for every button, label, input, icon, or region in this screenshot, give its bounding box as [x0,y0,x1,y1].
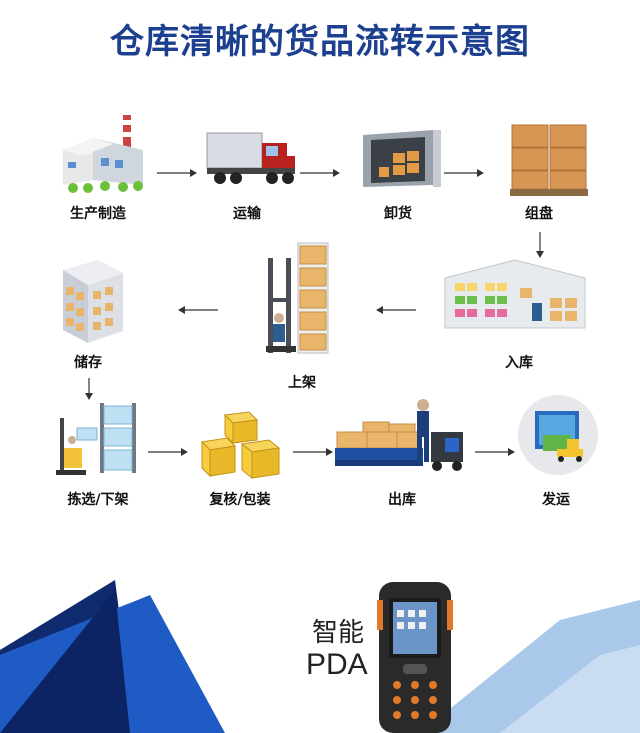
outbound-pallet-jack-illustration [333,390,473,475]
arrow-right-icon [157,168,197,178]
device-label-line1: 智能 [312,612,364,649]
arrow-down-icon [535,232,545,258]
arrow-right-icon [300,168,340,178]
step-label-inbound: 入库 [464,352,574,372]
warehouse-inbound-illustration [440,258,590,333]
step-label-palletizing: 组盘 [484,203,594,223]
step-label-picking: 拣选/下架 [43,489,153,509]
storage-rack-illustration [48,255,138,345]
device-label-line2: PDA [306,648,368,682]
pda-device-illustration [375,580,455,733]
step-label-putaway: 上架 [247,372,357,392]
step-label-unloading: 卸货 [343,203,453,223]
truck-illustration [197,128,307,188]
arrow-down-icon [84,378,94,400]
step-label-review-packing: 复核/包装 [185,489,295,509]
picking-illustration [52,398,142,478]
unloading-illustration [348,125,458,195]
step-label-outbound: 出库 [347,489,457,509]
page-title: 仓库清晰的货品流转示意图 [0,14,640,63]
shelving-illustration [262,238,342,358]
packing-boxes-illustration [197,410,287,480]
arrow-left-icon [178,305,218,315]
arrow-right-icon [148,447,188,457]
arrow-left-icon [376,305,416,315]
arrow-right-icon [444,168,484,178]
factory-illustration [48,110,158,195]
palletizing-illustration [494,115,604,200]
arrow-right-icon [293,447,333,457]
dispatch-illustration [508,393,608,478]
step-label-storage: 储存 [33,352,143,372]
step-label-dispatch: 发运 [501,489,611,509]
step-label-transport: 运输 [192,203,302,223]
step-label-manufacturing: 生产制造 [43,203,153,223]
